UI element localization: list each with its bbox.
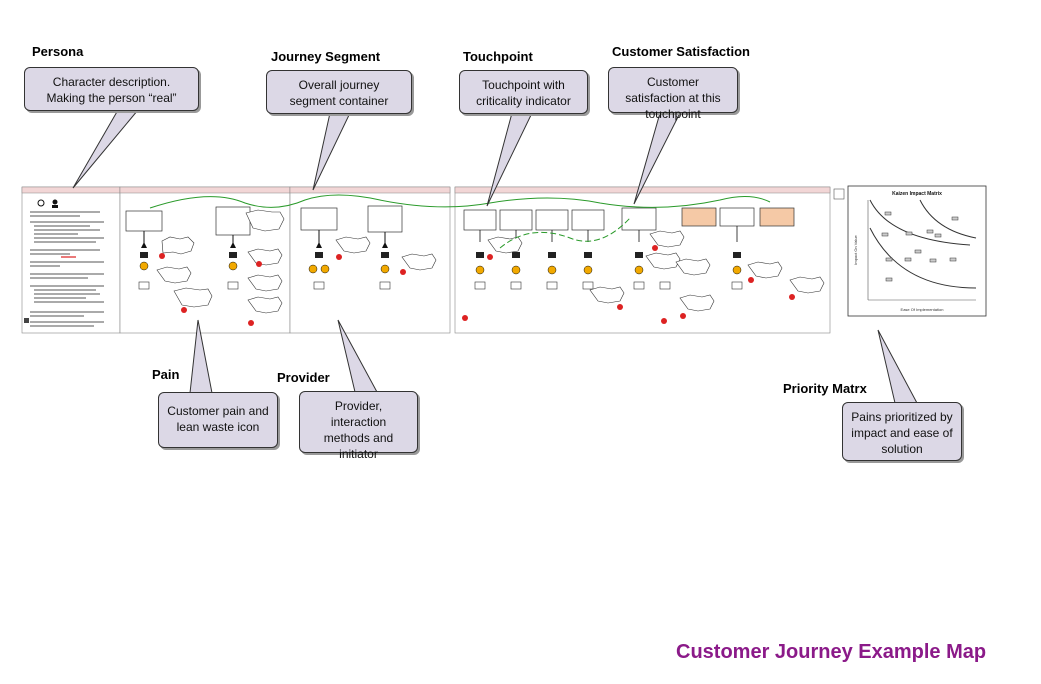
matrix-xlabel: Ease Of Implementation [901, 307, 944, 312]
persona-pointer [72, 109, 140, 189]
document-icon [833, 188, 845, 200]
journey-segment-heading: Journey Segment [271, 49, 381, 64]
matrix-ylabel: Impact On Value [853, 234, 858, 264]
persona-panel [21, 186, 121, 334]
kaizen-matrix [847, 185, 987, 317]
customer-satisfaction-callout: Customer satisfaction at this touchpoint [608, 67, 738, 121]
journey-segment-3 [454, 186, 831, 334]
pain-heading: Pain [152, 367, 180, 382]
provider-callout: Provider, interaction methods and initia… [299, 391, 418, 461]
persona-heading: Persona [32, 44, 84, 59]
priority-matrix-callout: Pains prioritized by impact and ease of … [842, 402, 962, 461]
customer-satisfaction-heading: Customer Satisfaction [612, 44, 750, 59]
provider-heading: Provider [277, 370, 330, 385]
customer-satisfaction-pointer [633, 112, 681, 205]
pain-callout: Customer pain and lean waste icon [158, 392, 278, 448]
persona-callout: Character description. Making the person… [24, 67, 199, 111]
journey-segment-callout: Overall journey segment container [266, 70, 412, 114]
journey-segment-2 [289, 186, 451, 334]
journey-segment-pointer [312, 112, 351, 191]
priority-matrix-pointer [877, 329, 918, 404]
touchpoint-callout: Touchpoint with criticality indicator [459, 70, 588, 114]
touchpoint-heading: Touchpoint [463, 49, 533, 64]
map-title: Customer Journey Example Map [676, 641, 987, 663]
matrix-title: Kaizen Impact Matrix [892, 191, 942, 197]
priority-matrix-heading: Priority Matrx [783, 381, 867, 396]
journey-line [149, 194, 771, 209]
journey-segment-1 [119, 186, 291, 334]
